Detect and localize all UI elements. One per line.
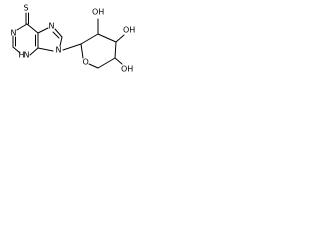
atom-oh-c3prime: OH (123, 26, 135, 35)
atom-n-pyrimidine-nh: N (24, 51, 30, 60)
bond-c2prime-c3prime (97, 33, 117, 43)
bond-n3-c4 (29, 47, 39, 56)
atom-n-pyrimidine-top: N (11, 29, 17, 38)
atom-oh-c2prime: OH (92, 8, 104, 17)
bond-c5-n7 (37, 27, 49, 34)
bond-c5-c6 (26, 23, 39, 34)
bond-c6-n1 (16, 23, 28, 31)
molecular-structure-diagram: S N H N N N OH OH OH O (11, 4, 136, 74)
bond-c3prime-c4prime (114, 41, 117, 59)
bond-c8-n9 (59, 36, 63, 47)
bond-c4prime-oh (114, 57, 123, 65)
atom-labels: S N H N N N OH OH OH O (11, 4, 136, 74)
bonds (12, 12, 125, 69)
bond-n9-c1prime (62, 43, 82, 51)
bond-n9-c4 (37, 47, 54, 52)
atom-o-ring: O (83, 58, 89, 67)
bond-c4prime-c5prime (97, 57, 116, 69)
bond-c3prime-oh (115, 34, 125, 43)
bond-n7-c8 (54, 28, 63, 38)
atom-h-pyrimidine: H (19, 51, 25, 60)
bond-c2-n3 (12, 46, 21, 54)
atom-oh-c4prime: OH (121, 65, 133, 74)
bond-n7-c8-double (52, 31, 60, 39)
bond-c1prime-c2prime (80, 33, 99, 45)
bond-o-c1prime (80, 43, 84, 59)
atom-s-thione: S (24, 4, 29, 13)
atom-n-imidazole-glycosidic: N (56, 46, 62, 55)
bond-c5prime-o (88, 63, 99, 69)
atom-n-imidazole-top: N (49, 22, 55, 31)
